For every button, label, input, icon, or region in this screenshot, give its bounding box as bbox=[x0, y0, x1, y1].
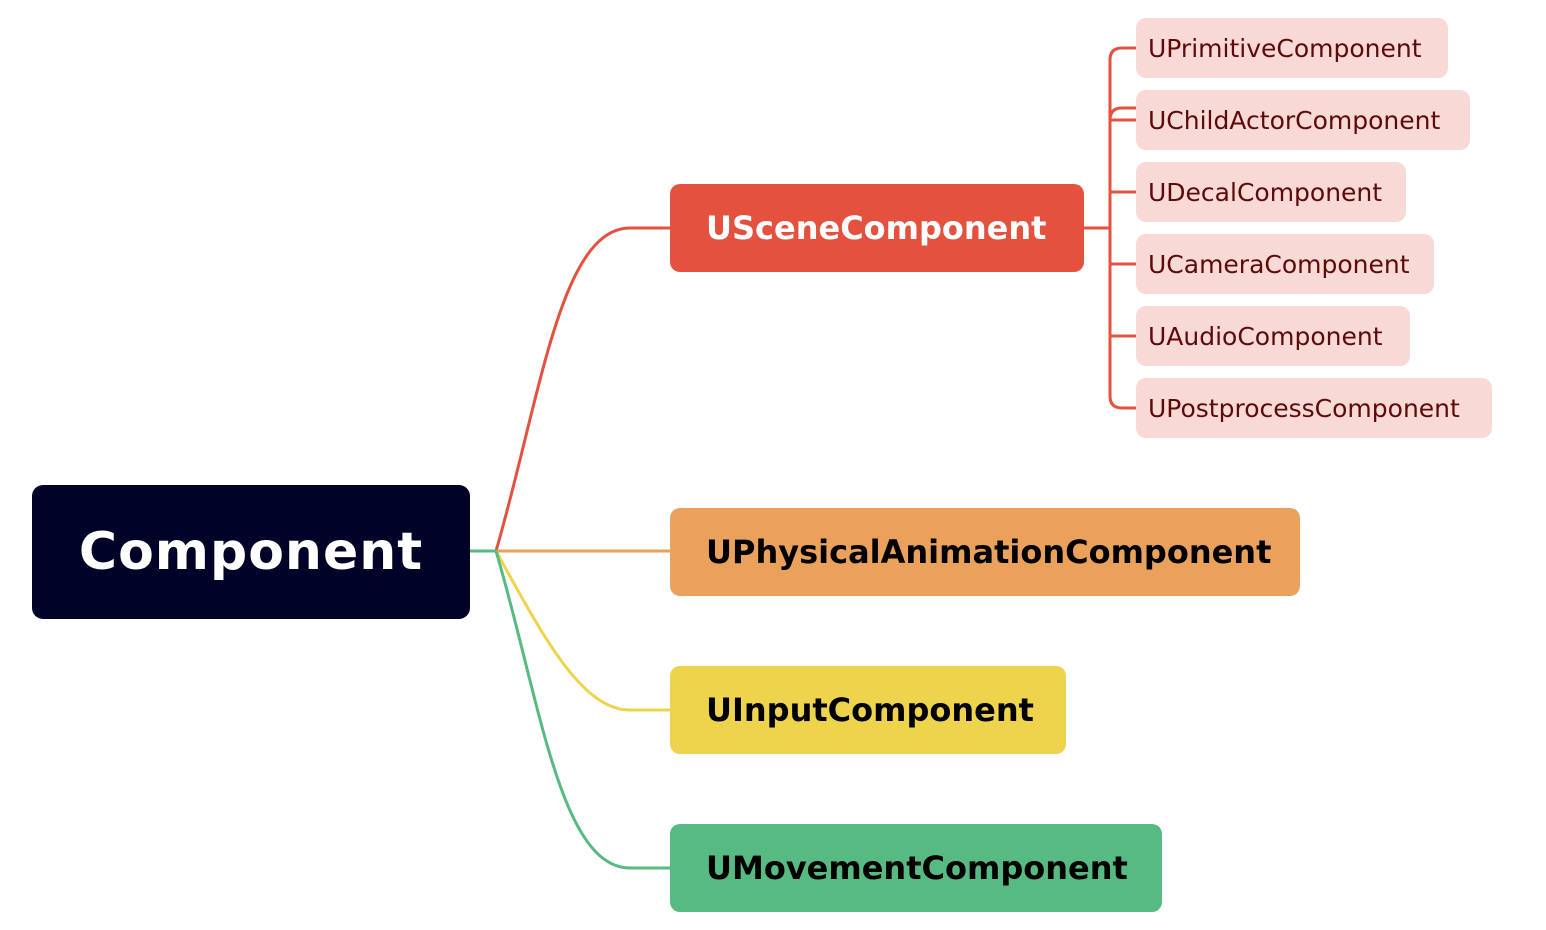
leaf-node-postprocess[interactable]: UPostprocessComponent bbox=[1136, 378, 1492, 438]
branch-label-physical-animation: UPhysicalAnimationComponent bbox=[706, 533, 1272, 571]
root-node[interactable]: Component bbox=[32, 485, 470, 619]
branch-label-input: UInputComponent bbox=[706, 691, 1034, 729]
branch-node-physical-animation[interactable]: UPhysicalAnimationComponent bbox=[670, 508, 1300, 596]
leaf-label: UCameraComponent bbox=[1148, 249, 1410, 279]
leaf-label: UPostprocessComponent bbox=[1148, 393, 1460, 423]
branch-node-input[interactable]: UInputComponent bbox=[670, 666, 1066, 754]
leaf-node-child-actor[interactable]: UChildActorComponent bbox=[1136, 90, 1470, 150]
connector-input bbox=[494, 550, 670, 712]
root-label: Component bbox=[78, 522, 424, 582]
leaf-node-audio[interactable]: UAudioComponent bbox=[1136, 306, 1410, 366]
leaf-node-camera[interactable]: UCameraComponent bbox=[1136, 234, 1434, 294]
leaf-label: UDecalComponent bbox=[1148, 177, 1383, 207]
connector-scene bbox=[470, 226, 670, 553]
branch-node-scene[interactable]: USceneComponent bbox=[670, 184, 1084, 272]
leaf-label: UPrimitiveComponent bbox=[1148, 33, 1422, 63]
branch-label-movement: UMovementComponent bbox=[706, 849, 1128, 887]
leaf-label: UChildActorComponent bbox=[1148, 105, 1441, 135]
connector-scene-children bbox=[1084, 46, 1136, 410]
leaf-node-primitive[interactable]: UPrimitiveComponent bbox=[1136, 18, 1448, 78]
leaf-node-decal[interactable]: UDecalComponent bbox=[1136, 162, 1406, 222]
leaf-label: UAudioComponent bbox=[1148, 321, 1383, 351]
connector-movement bbox=[470, 549, 670, 870]
branch-node-movement[interactable]: UMovementComponent bbox=[670, 824, 1162, 912]
branch-label-scene: USceneComponent bbox=[706, 209, 1047, 247]
